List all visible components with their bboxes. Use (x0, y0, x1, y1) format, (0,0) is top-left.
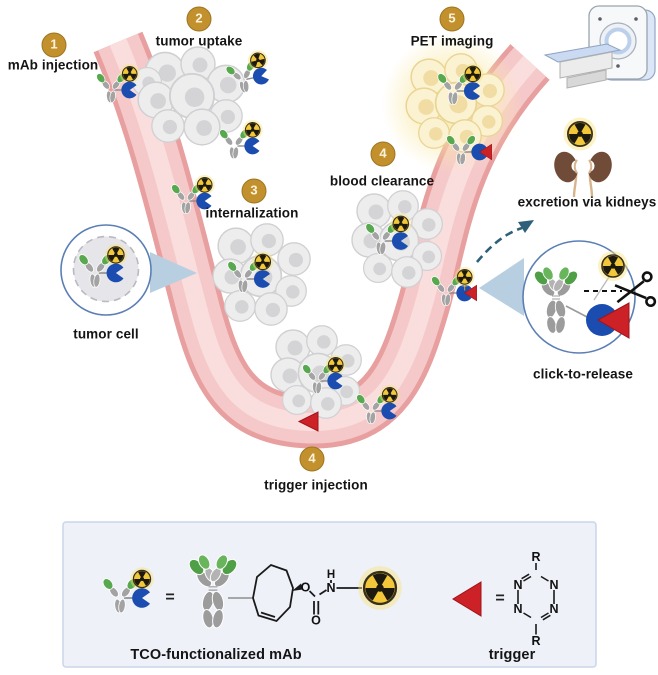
legend-equals-mab: = (165, 589, 175, 606)
step-badge-2: 2 (186, 6, 212, 32)
legend-radiolabel (357, 565, 403, 611)
atom-amide-n: N (326, 581, 335, 595)
step-badge-3: 3 (241, 178, 267, 204)
step-number: 4 (379, 145, 387, 161)
step-number: 5 (448, 10, 456, 26)
step-number: 4 (308, 450, 316, 466)
radiation-icon-free (562, 116, 598, 152)
step-number: 1 (50, 36, 58, 52)
step-badge-4-trigger: 4 (299, 446, 325, 472)
step-label-pet-imaging: PET imaging (410, 33, 494, 49)
step-badge-1: 1 (41, 32, 67, 58)
click-to-release-label: click-to-release (533, 366, 633, 382)
atom-tz-n-tr: N (549, 578, 558, 592)
atom-carbonyl-o: O (311, 614, 321, 628)
step-number: 3 (250, 182, 258, 198)
step-label-blood-clearance: blood clearance (329, 173, 435, 189)
step-label-internalization: internalization (205, 205, 299, 221)
atom-amide-h: H (327, 569, 335, 581)
step-badge-4-clearance: 4 (370, 141, 396, 167)
atom-ester-o: O (301, 581, 311, 595)
pet-scanner-icon (543, 5, 656, 89)
click-to-release-inset (479, 240, 657, 354)
step-label-mab-injection: mAb injection (7, 57, 99, 73)
legend-box: O O N H N N N N R R (62, 521, 597, 668)
legend-equals-trigger: = (495, 590, 505, 607)
step-number: 2 (195, 10, 203, 26)
atom-tz-n-tl: N (513, 578, 522, 592)
scissors-icon (614, 271, 657, 308)
trigger-legend-triangle (452, 581, 482, 617)
excretion-label: excretion via kidneys (517, 194, 657, 210)
atom-tz-r-top: R (531, 550, 540, 564)
step-badge-5: 5 (439, 6, 465, 32)
legend-trigger-label: trigger (488, 647, 536, 663)
atom-tz-n-bl: N (513, 602, 522, 616)
tco-structure (228, 563, 362, 623)
step-label-tumor-uptake: tumor uptake (155, 33, 243, 49)
trigger-triangle-vessel (297, 411, 319, 432)
atom-tz-r-bottom: R (531, 634, 540, 648)
excretion-arrow (475, 220, 534, 263)
kidneys-icon (554, 151, 612, 198)
tumor-cell-label: tumor cell (73, 326, 139, 342)
atom-tz-n-br: N (549, 602, 558, 616)
tumor-cell-inset (60, 224, 197, 316)
legend-mab-label: TCO-functionalized mAb (130, 647, 302, 663)
tetrazine-structure (517, 563, 555, 635)
tumor-cluster-bottom (270, 325, 362, 419)
step-label-trigger-injection: trigger injection (264, 477, 368, 493)
